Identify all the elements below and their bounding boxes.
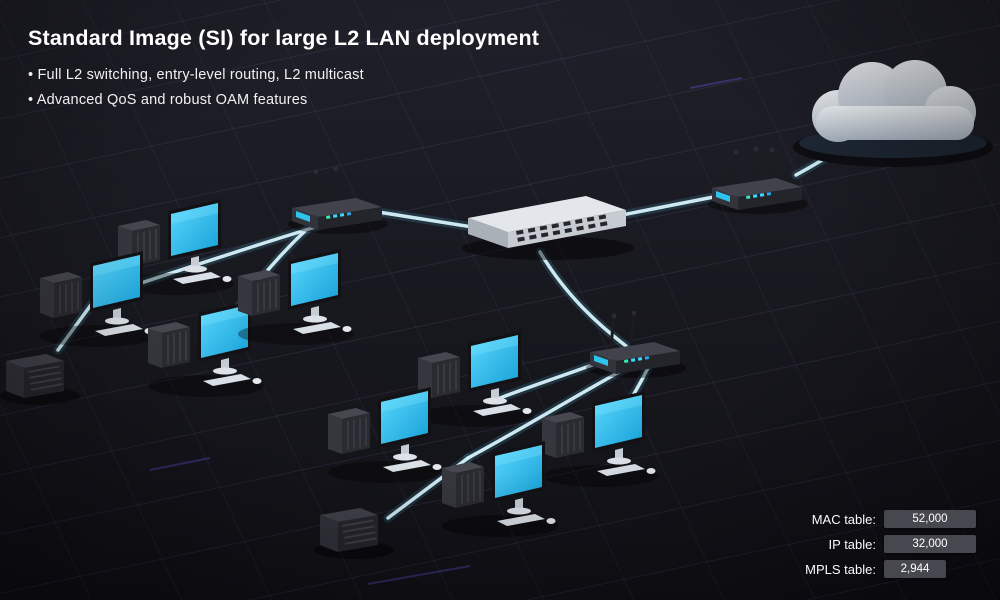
capacity-stats: MAC table: 52,000 IP table: 32,000 MPLS … bbox=[786, 503, 976, 578]
workstation-icon bbox=[417, 330, 535, 428]
stat-row-mac-table: MAC table: 52,000 bbox=[786, 510, 976, 528]
workstation-icon bbox=[327, 386, 445, 484]
stat-value-mpls-table: 2,944 bbox=[884, 560, 946, 578]
page-title: Standard Image (SI) for large L2 LAN dep… bbox=[28, 26, 540, 50]
stat-value-ip-table: 32,000 bbox=[884, 535, 976, 553]
header: Standard Image (SI) for large L2 LAN dep… bbox=[28, 26, 539, 117]
workstation-icon bbox=[147, 300, 265, 398]
workstation-icon bbox=[237, 248, 355, 346]
nas-bottom-icon bbox=[313, 507, 395, 560]
nas-left-icon bbox=[0, 353, 81, 406]
stat-label-mac-table: MAC table: bbox=[811, 511, 876, 527]
edge-router-icon bbox=[706, 145, 810, 216]
feature-bullet-2: • Advanced QoS and robust OAM features bbox=[28, 92, 308, 108]
stat-row-mpls-table: MPLS table: 2,944 bbox=[786, 560, 976, 578]
stat-value-mac-table: 52,000 bbox=[884, 510, 976, 528]
stat-row-ip-table: IP table: 32,000 bbox=[786, 535, 976, 553]
cloud-icon bbox=[793, 60, 993, 167]
lan-router-top-icon bbox=[286, 165, 390, 236]
feature-bullet-1: • Full L2 switching, entry-level routing… bbox=[28, 67, 364, 83]
switch-icon bbox=[462, 196, 634, 260]
stat-label-mpls-table: MPLS table: bbox=[805, 561, 876, 577]
workstation-icon bbox=[39, 250, 157, 348]
stat-label-ip-table: IP table: bbox=[828, 536, 876, 552]
workstation-icon bbox=[441, 440, 559, 538]
